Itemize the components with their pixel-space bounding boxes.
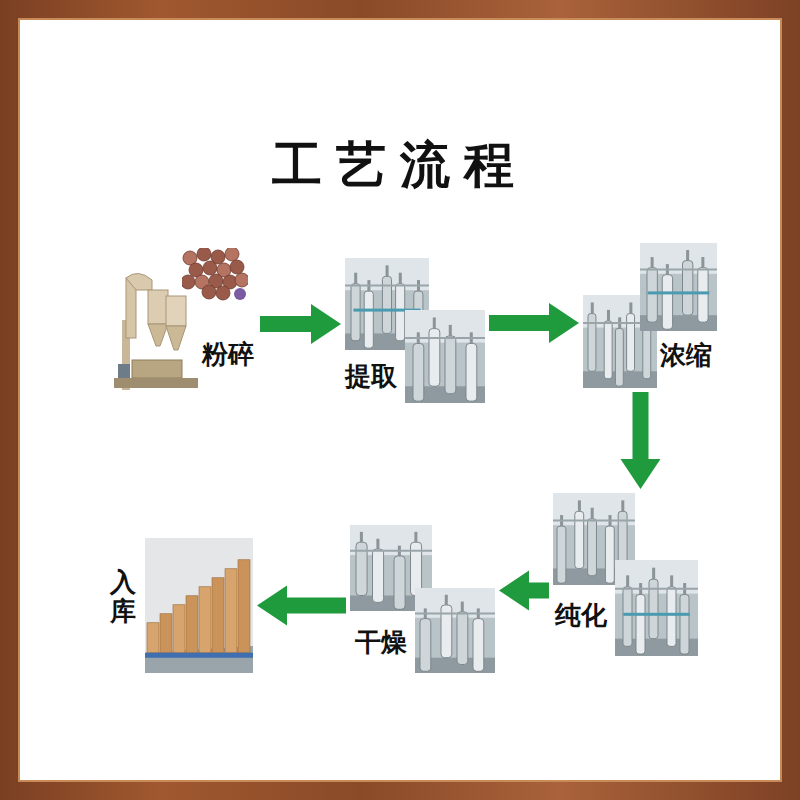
photo-illustration — [182, 248, 248, 302]
photo-illustration — [615, 560, 698, 656]
process-step: 浓缩 — [583, 243, 717, 388]
diagram-title: 工艺流程 — [0, 132, 800, 199]
flow-arrow — [489, 303, 579, 343]
photo-illustration — [145, 538, 253, 673]
step-label: 纯化 — [555, 601, 607, 630]
process-step: 提取 — [345, 258, 485, 403]
white-panel — [18, 18, 782, 782]
process-step: 粉碎 — [108, 248, 256, 390]
process-step: 入库 — [108, 538, 253, 673]
step-label: 提取 — [345, 362, 397, 391]
step-label: 入库 — [110, 568, 136, 625]
photo-illustration — [415, 588, 495, 673]
step-label: 粉碎 — [202, 340, 254, 369]
process-step: 纯化 — [553, 493, 698, 656]
step-label: 浓缩 — [660, 341, 712, 370]
photo-illustration — [405, 310, 485, 403]
flow-arrow — [260, 304, 341, 344]
photo-illustration — [640, 243, 717, 331]
step-label: 干燥 — [355, 628, 407, 657]
flow-arrow — [499, 571, 549, 611]
process-step: 干燥 — [350, 525, 495, 673]
flow-arrow — [621, 392, 661, 489]
flow-arrow — [257, 586, 346, 626]
